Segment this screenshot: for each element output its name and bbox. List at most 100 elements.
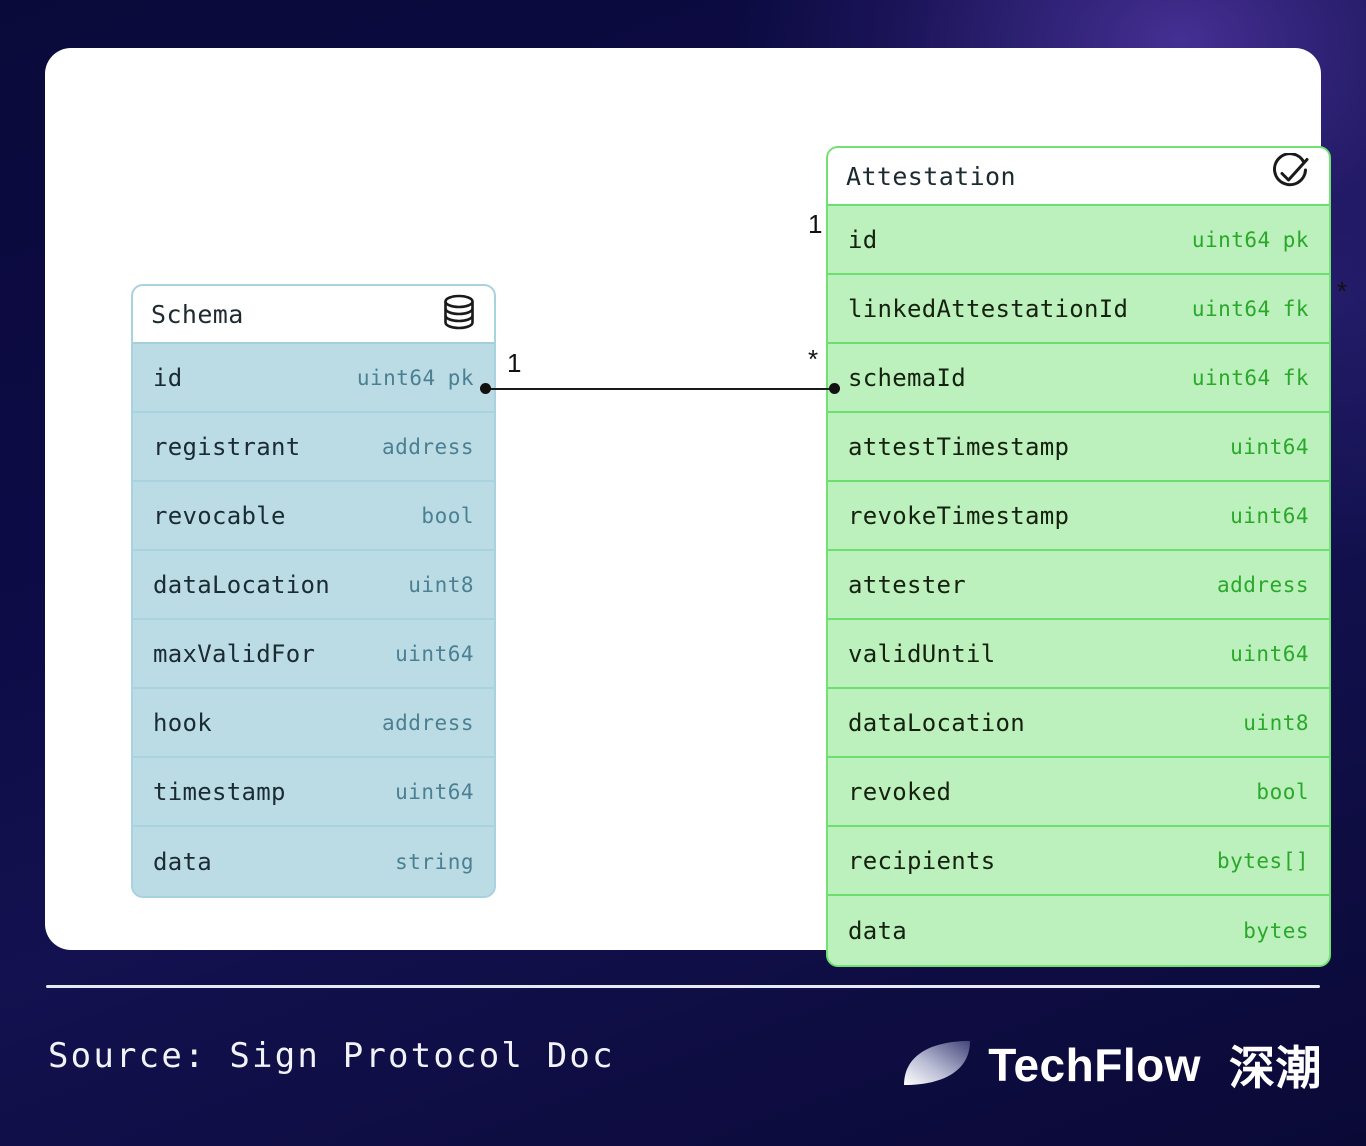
check-circle-icon [1269, 152, 1311, 199]
field-type-value: uint64 [356, 365, 436, 390]
field-type: address [1217, 573, 1309, 597]
field-type-value: uint8 [1243, 710, 1309, 735]
field-name: dataLocation [153, 570, 330, 599]
field-type-value: address [1216, 572, 1309, 597]
field-type: string [395, 850, 474, 874]
entity-field-row[interactable]: dataLocation uint8 [828, 689, 1329, 758]
field-type: uint64 [1230, 435, 1309, 459]
field-type-value: bytes [1243, 918, 1309, 943]
entity-field-row[interactable]: data string [133, 827, 494, 896]
field-name: data [848, 916, 907, 945]
field-key-flag: pk [1282, 227, 1309, 252]
techflow-brand: TechFlow 深潮 [902, 1032, 1322, 1098]
brand-name: TechFlow [988, 1039, 1201, 1091]
entity-field-row[interactable]: dataLocation uint8 [133, 551, 494, 620]
field-type-value: string [395, 849, 474, 874]
field-type: uint8 [408, 573, 474, 597]
entity-attestation-header: Attestation [828, 148, 1329, 206]
field-type: uint64 [1230, 504, 1309, 528]
field-name: revokeTimestamp [848, 501, 1070, 530]
field-type-value: uint64 [395, 779, 474, 804]
field-name: registrant [153, 432, 301, 461]
techflow-logo-icon [902, 1035, 972, 1095]
entity-field-row[interactable]: validUntil uint64 [828, 620, 1329, 689]
field-type: uint64 pk [357, 366, 474, 390]
entity-field-row[interactable]: timestamp uint64 [133, 758, 494, 827]
field-name: id [153, 363, 183, 392]
entity-field-row[interactable]: attester address [828, 551, 1329, 620]
diagram-card: Schema id uint64 pk registrant address revoca… [45, 48, 1347, 967]
field-name: dataLocation [848, 708, 1025, 737]
field-name: revocable [153, 501, 286, 530]
field-name: revoked [848, 777, 952, 806]
entity-field-row[interactable]: data bytes [828, 896, 1329, 965]
entity-schema-title: Schema [151, 299, 244, 329]
cardinality-many-schemaid: * [808, 344, 819, 374]
entity-field-row[interactable]: revocable bool [133, 482, 494, 551]
field-key-flag: fk [1282, 296, 1309, 321]
field-name: linkedAttestationId [848, 294, 1129, 323]
field-type-value: uint64 [1191, 227, 1271, 252]
entity-attestation-title: Attestation [846, 161, 1016, 191]
field-type: uint64 [1230, 642, 1309, 666]
field-type: uint64 [395, 642, 474, 666]
cardinality-many-self-link: * [1337, 276, 1348, 306]
field-key-flag: pk [447, 365, 474, 390]
entity-field-row[interactable]: id uint64 pk [133, 344, 494, 413]
entity-field-row[interactable]: revokeTimestamp uint64 [828, 482, 1329, 551]
field-name: timestamp [153, 777, 286, 806]
field-name: validUntil [848, 639, 996, 668]
relationship-endpoint-schema-id [480, 383, 491, 394]
field-type: address [382, 711, 474, 735]
field-key-flag: fk [1282, 365, 1309, 390]
field-name: data [153, 847, 212, 876]
relationship-line-schema-attestation [485, 388, 835, 390]
field-type-value: address [381, 434, 474, 459]
field-type-value: bytes[] [1216, 848, 1309, 873]
field-type-value: uint64 [1230, 503, 1309, 528]
field-name: schemaId [848, 363, 966, 392]
field-type: bool [1256, 780, 1309, 804]
entity-schema[interactable]: Schema id uint64 pk registrant address revoca… [131, 284, 496, 898]
entity-field-row[interactable]: attestTimestamp uint64 [828, 413, 1329, 482]
entity-field-row[interactable]: maxValidFor uint64 [133, 620, 494, 689]
field-type: bytes[] [1217, 849, 1309, 873]
entity-schema-fields: id uint64 pk registrant address revocable bool… [133, 344, 494, 896]
brand-name-cn: 深潮 [1229, 1042, 1322, 1094]
field-type-value: uint64 [395, 641, 474, 666]
entity-field-row[interactable]: hook address [133, 689, 494, 758]
field-type: bytes [1243, 919, 1309, 943]
cardinality-one-schema: 1 [507, 348, 522, 378]
database-icon [442, 294, 476, 334]
entity-field-row[interactable]: revoked bool [828, 758, 1329, 827]
field-type: uint8 [1243, 711, 1309, 735]
field-type-value: bool [1256, 779, 1309, 804]
entity-field-row[interactable]: linkedAttestationId uint64 fk [828, 275, 1329, 344]
field-type-value: uint64 [1191, 296, 1271, 321]
entity-field-row[interactable]: recipients bytes[] [828, 827, 1329, 896]
source-caption: Source: Sign Protocol Doc [48, 1036, 615, 1076]
field-type-value: bool [421, 503, 474, 528]
cardinality-one-self-link: 1 [808, 209, 823, 239]
field-name: attester [848, 570, 966, 599]
footer-divider [46, 985, 1320, 988]
relationship-endpoint-attestation-schemaid [829, 383, 840, 394]
field-name: hook [153, 708, 212, 737]
field-type: address [382, 435, 474, 459]
field-name: maxValidFor [153, 639, 316, 668]
field-type-value: uint64 [1230, 641, 1309, 666]
field-type: bool [421, 504, 474, 528]
field-name: attestTimestamp [848, 432, 1070, 461]
entity-field-row[interactable]: registrant address [133, 413, 494, 482]
field-type-value: address [381, 710, 474, 735]
entity-schema-header: Schema [133, 286, 494, 344]
field-type: uint64 fk [1192, 297, 1309, 321]
field-type: uint64 [395, 780, 474, 804]
field-name: recipients [848, 846, 996, 875]
field-type-value: uint8 [408, 572, 474, 597]
field-type: uint64 pk [1192, 228, 1309, 252]
